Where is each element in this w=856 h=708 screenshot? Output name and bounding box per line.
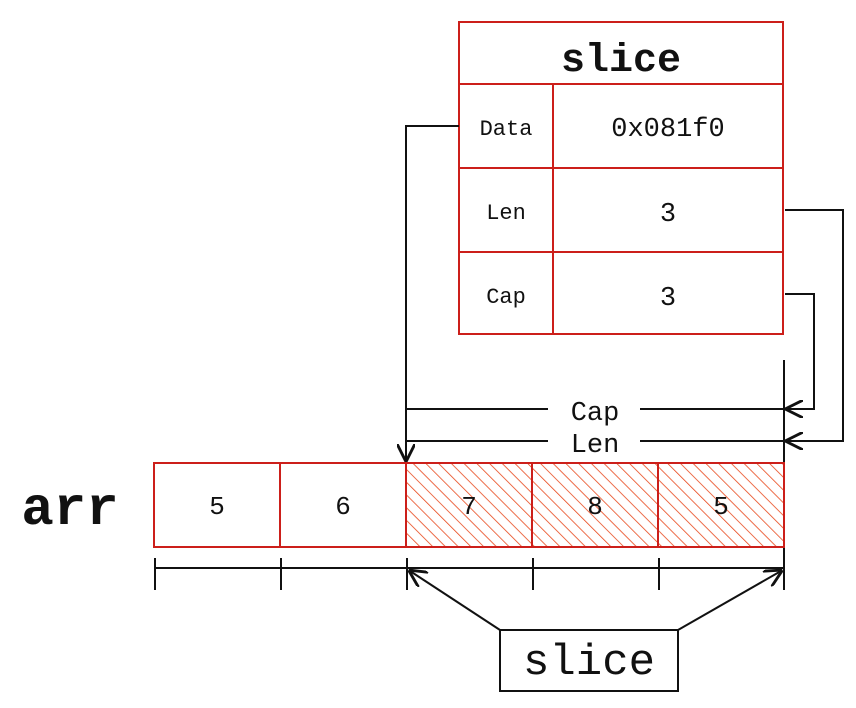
array-cell-box (153, 462, 281, 548)
field-name-data: Data (480, 117, 533, 142)
array-cell: 6 (279, 462, 407, 548)
slice-callout-label: slice (523, 638, 655, 688)
cap-bracket: Cap (406, 399, 785, 429)
len-connector-arrow (785, 209, 844, 441)
field-value-data: 0x081f0 (611, 115, 724, 145)
array-label: arr (21, 480, 118, 541)
data-pointer-arrow (406, 125, 459, 460)
len-bracket-label: Len (571, 431, 620, 461)
slice-struct-table: slice Data 0x081f0 Len 3 Cap 3 (458, 21, 784, 335)
field-value-len: 3 (660, 200, 676, 230)
slice-struct-title: slice (561, 39, 681, 84)
array-cell-value: 8 (587, 492, 603, 522)
array-cell-highlighted: 5 (657, 462, 785, 548)
array-cell-value: 7 (461, 492, 477, 522)
slice-callout-arrow-right (677, 571, 781, 631)
array-cell-value: 6 (335, 492, 351, 522)
field-name-len: Len (486, 201, 526, 226)
cap-bracket-label: Cap (571, 399, 620, 429)
len-bracket: Len (406, 431, 785, 461)
array-cell-value: 5 (209, 492, 225, 522)
array-cell-value: 5 (713, 492, 729, 522)
slice-struct-border (458, 21, 784, 335)
cap-connector-arrow (785, 293, 815, 409)
field-value-cap: 3 (660, 284, 676, 314)
array-cell-highlighted: 8 (531, 462, 659, 548)
slice-callout: slice (499, 629, 679, 692)
array-cell-box (657, 462, 785, 548)
index-ruler (154, 558, 784, 590)
slice-callout-arrow-left (410, 571, 501, 631)
field-name-cap: Cap (486, 285, 526, 310)
slice-callout-box (499, 629, 679, 692)
array-cell: 5 (153, 462, 281, 548)
array-cells: 5 6 7 8 5 (153, 462, 785, 548)
array-cell-highlighted: 7 (405, 462, 533, 548)
